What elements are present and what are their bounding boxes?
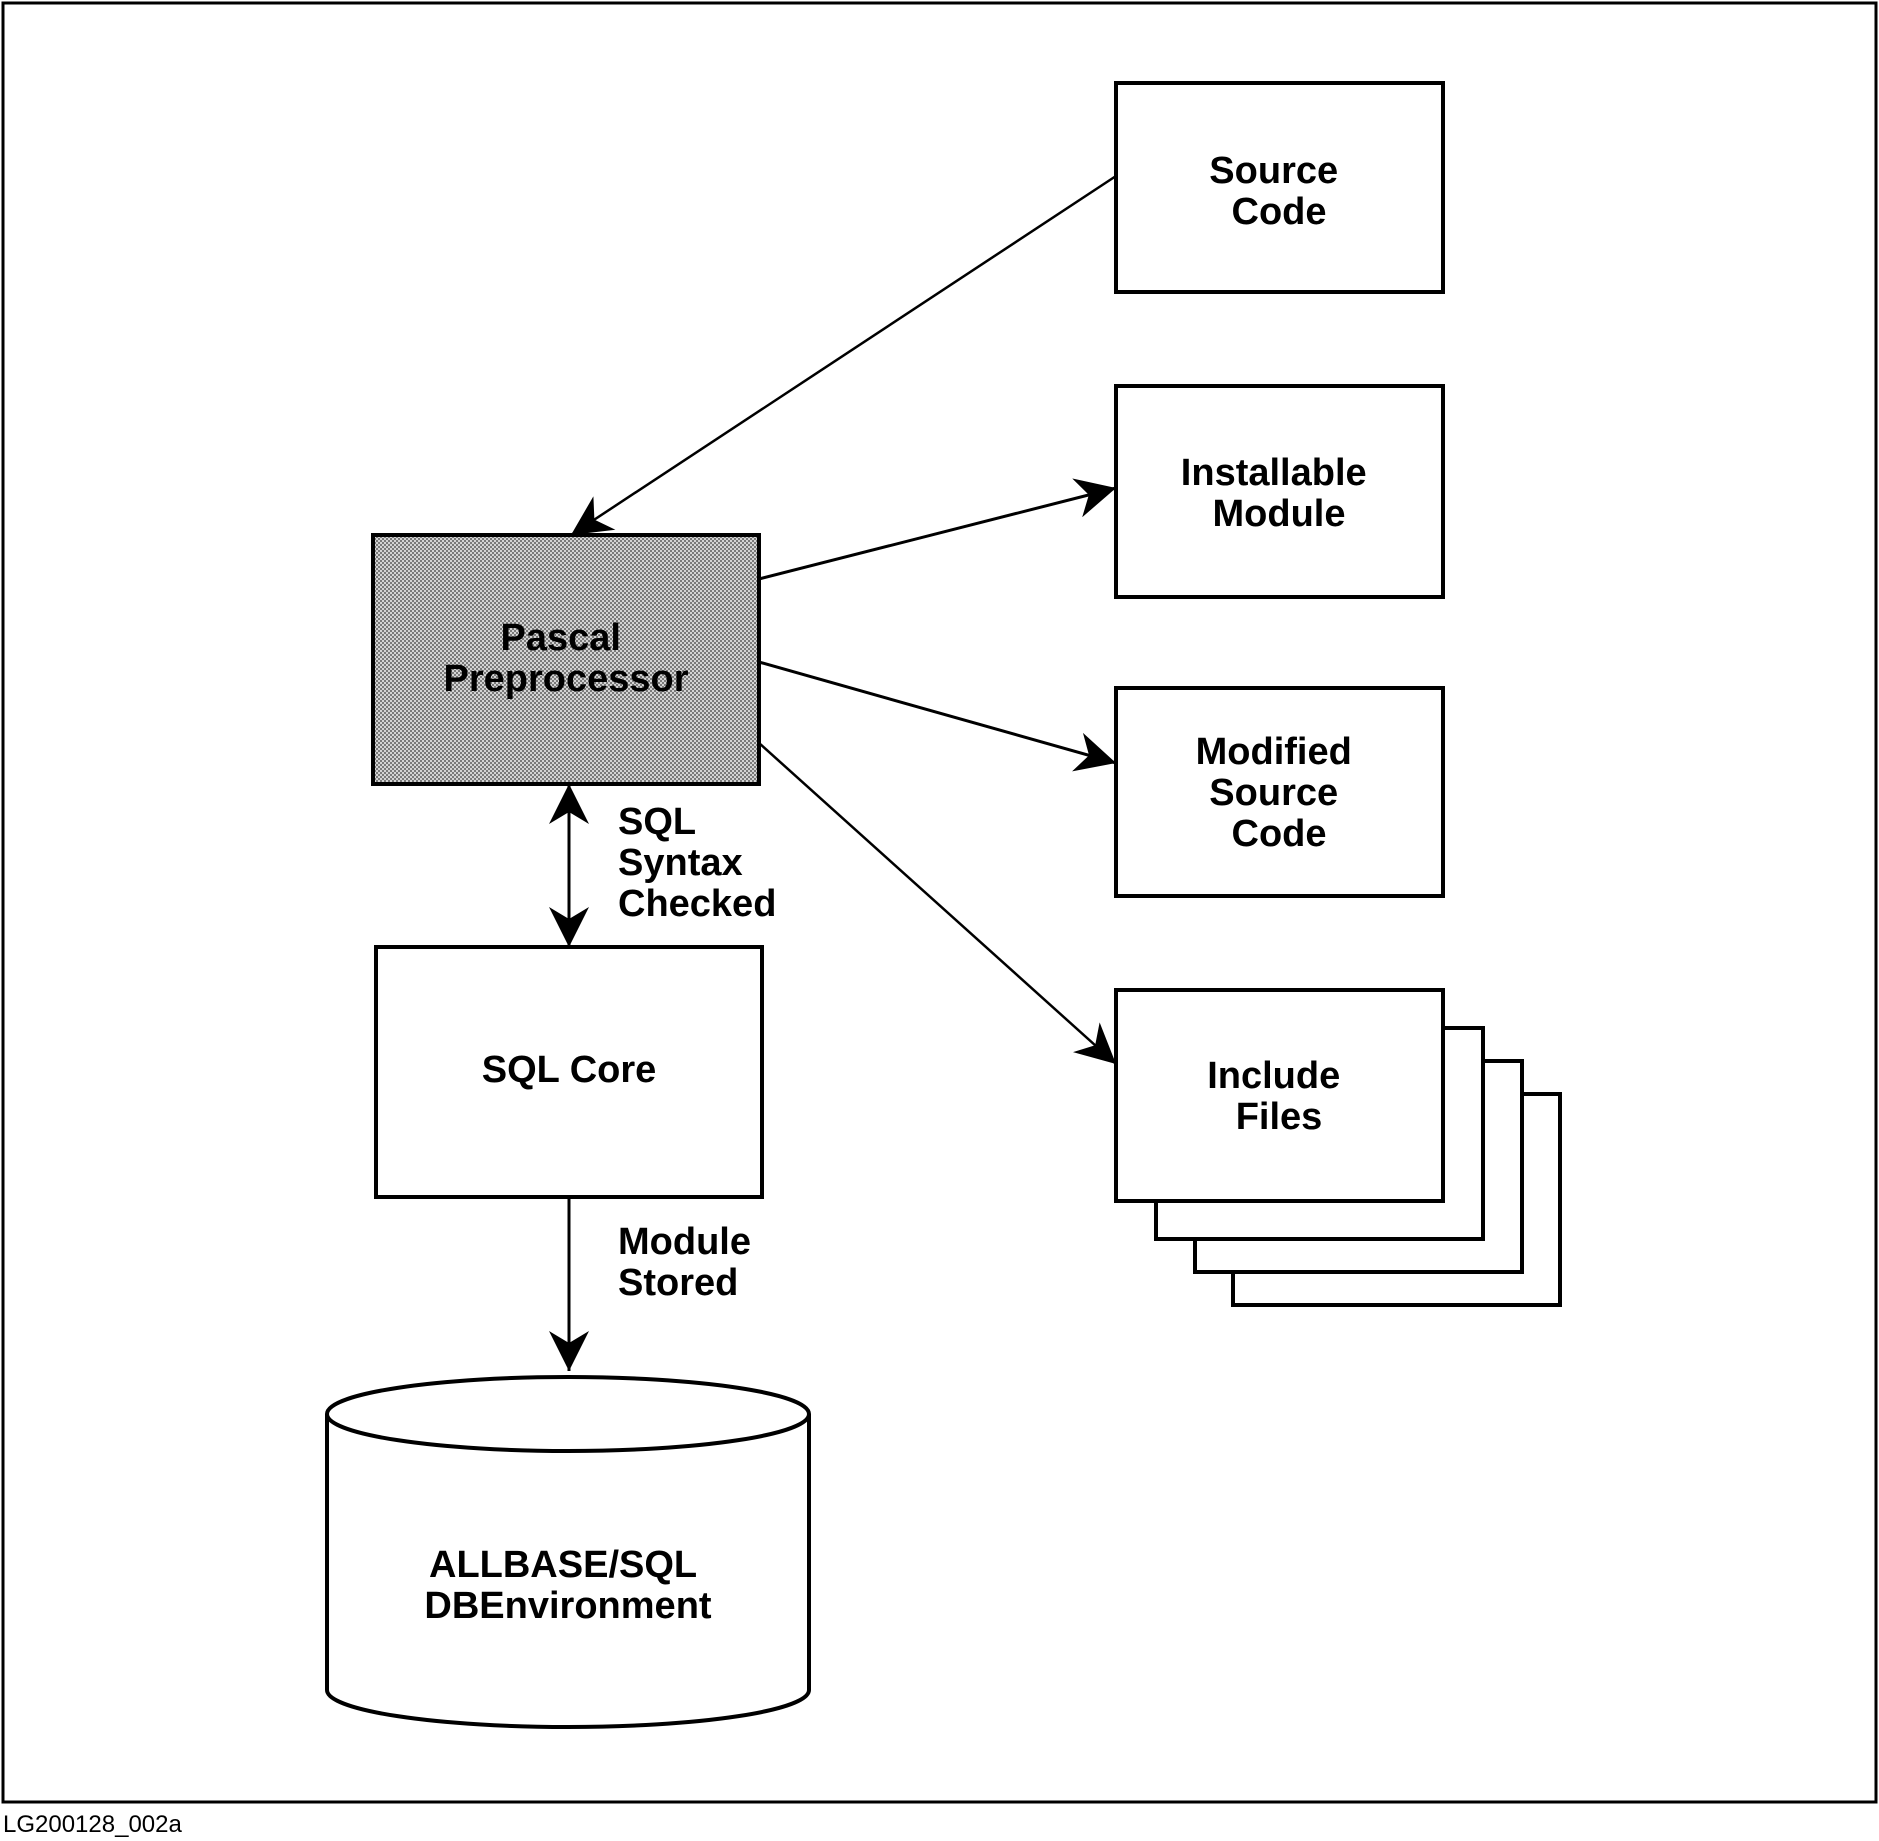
module-stored-line-2: Stored [618,1262,738,1304]
installable-module-node: Installable Module [1114,384,1445,599]
source-code-node: Source Code [1114,81,1445,294]
installable-module-label-2: Module [1213,493,1346,535]
modified-source-code-label-3: Code [1232,813,1327,855]
modified-source-code-label-1: Modified [1196,731,1352,773]
arrow-preprocessor-to-installable-module [758,478,1117,581]
pascal-preprocessor-label-1: Pascal [500,617,620,659]
source-code-label-1: Source [1209,150,1338,192]
arrow-source-to-preprocessor [570,174,1117,537]
sql-syntax-checked-line-2: Syntax [618,842,743,884]
sql-syntax-checked-line-3: Checked [618,883,776,925]
sql-core-label: SQL Core [482,1049,657,1091]
figure-frame [1,1,1878,1804]
source-code-label-2: Code [1232,191,1327,233]
sql-syntax-checked-label: SQL Syntax Checked [618,801,776,925]
svg-text:Source Code: Source Code [1209,150,1348,233]
arrow-preprocessor-to-modified-source [758,660,1117,772]
pascal-preprocessor-node: Pascal Preprocessor [371,533,761,786]
dbenvironment-label-2: DBEnvironment [424,1585,711,1627]
arrow-preprocessor-to-include-files [758,742,1117,1065]
pascal-preprocessor-label-2: Preprocessor [443,658,688,700]
include-files-label-2: Files [1236,1096,1323,1138]
modified-source-code-node: Modified Source Code [1114,686,1445,898]
svg-text:Modified Source Co: Modified Source Code [1196,731,1363,855]
include-files-node: Include Files [1114,988,1562,1307]
dbenvironment-label-1: ALLBASE/SQL [429,1544,697,1586]
svg-text:SQL Core: SQL Core [482,1049,657,1091]
svg-text:ALLBASE/SQL DBEnvironmen: ALLBASE/SQL DBEnvironment [424,1544,711,1627]
module-stored-label: Module Stored [618,1221,762,1304]
dbenvironment-node: ALLBASE/SQL DBEnvironment [325,1375,811,1729]
sql-core-node: SQL Core [374,945,764,1199]
sql-syntax-checked-line-1: SQL [618,801,696,843]
include-files-label-1: Include [1207,1055,1340,1097]
svg-text:Installable Module: Installable Module [1181,452,1377,535]
svg-text:Pascal Preprocessor: Pascal Preprocessor [443,617,688,700]
include-files-sheet-1 [1114,988,1445,1203]
module-stored-line-1: Module [618,1221,751,1263]
modified-source-code-label-2: Source [1209,772,1338,814]
svg-text:Include Files: Include Files [1207,1055,1351,1138]
installable-module-label-1: Installable [1181,452,1367,494]
figure-id-caption: LG200128_002a [3,1811,182,1838]
